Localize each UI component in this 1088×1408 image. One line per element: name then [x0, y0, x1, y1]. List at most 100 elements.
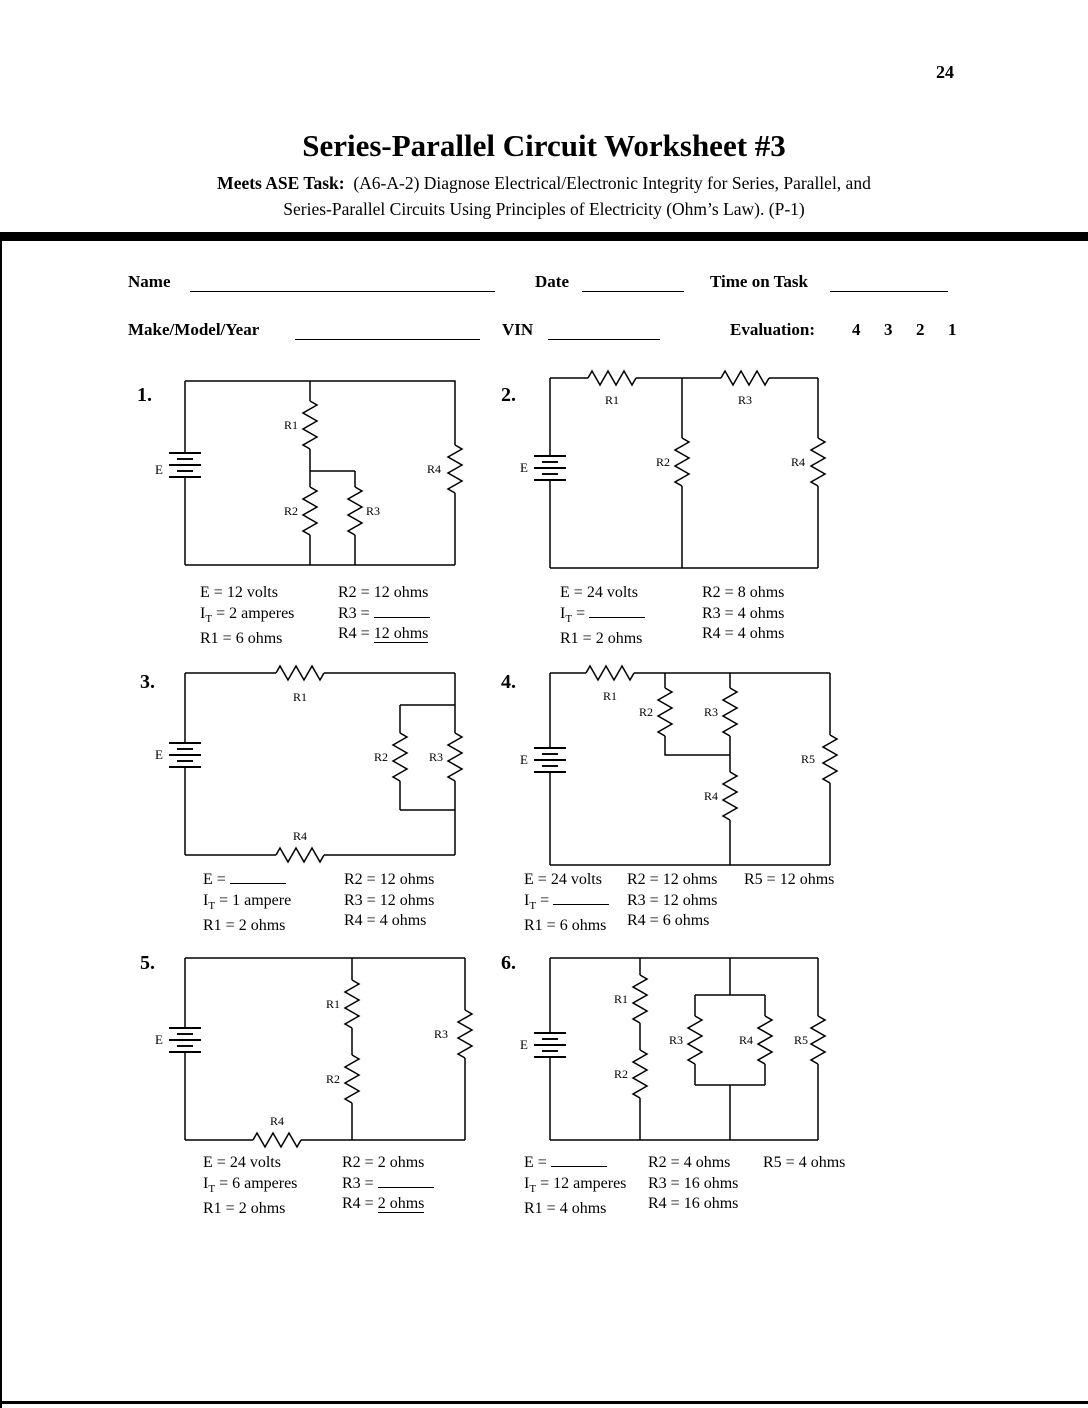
- evaluation-option-3: 3: [884, 320, 893, 339]
- resistor-label-R4: R4: [791, 455, 805, 469]
- resistor-label-R1: R1: [603, 689, 617, 703]
- given-value-row: R3 = 12 ohms: [627, 891, 718, 909]
- resistor-label-R5: R5: [801, 752, 815, 766]
- given-value-row: IT = 6 amperes: [203, 1174, 298, 1195]
- ase-task-text1: (A6-A-2) Diagnose Electrical/Electronic …: [353, 173, 871, 193]
- resistor-R3: [720, 369, 770, 387]
- resistor-label-R1: R1: [605, 393, 619, 407]
- resistor-label-R1: R1: [614, 992, 628, 1006]
- evaluation-option-4: 4: [852, 320, 861, 339]
- circuit-2-wires: [549, 377, 819, 569]
- answer-blank: [553, 891, 610, 905]
- resistor-label-R4: R4: [704, 789, 718, 803]
- given-values-6-col3: R5 = 4 ohms: [763, 1153, 845, 1174]
- resistor-R4: [252, 1131, 302, 1149]
- make-model-year-blank: [295, 320, 480, 340]
- given-value-row: R4 = 4 ohms: [702, 625, 785, 642]
- resistor-label-R5: R5: [794, 1033, 808, 1047]
- battery-label: E: [520, 752, 528, 767]
- given-value-row: R2 = 12 ohms: [627, 871, 718, 888]
- given-value-row: R2 = 2 ohms: [342, 1154, 425, 1171]
- given-value-row: R2 = 12 ohms: [338, 584, 429, 601]
- given-value-row: IT = 2 amperes: [200, 604, 295, 625]
- given-value-row: E = 12 volts: [200, 584, 278, 601]
- resistor-R3: [456, 1009, 474, 1059]
- answer-blank: [550, 1153, 607, 1167]
- resistor-label-R2: R2: [656, 455, 670, 469]
- resistor-label-R3: R3: [704, 705, 718, 719]
- given-value-row: R5 = 12 ohms: [744, 871, 835, 888]
- circuit-diagram-2: E R1 R3 R2 R4: [520, 369, 827, 569]
- resistor-label-R3: R3: [366, 504, 380, 518]
- resistor-label-R2: R2: [374, 750, 388, 764]
- resistor-label-R3: R3: [429, 750, 443, 764]
- circuit-diagram-1: E R1 R2 R3 R4: [155, 380, 464, 566]
- date-label: Date: [535, 272, 569, 291]
- battery-label: E: [155, 747, 163, 762]
- given-values-3-col2: R2 = 12 ohms R3 = 12 ohms R4 = 4 ohms: [344, 870, 434, 932]
- given-value-row: IT = 12 amperes: [524, 1174, 627, 1195]
- ase-task-line1: Meets ASE Task: (A6-A-2) Diagnose Electr…: [0, 170, 1088, 196]
- resistor-R2: [673, 437, 691, 487]
- divider-bar: [0, 232, 1088, 241]
- resistor-label-R2: R2: [639, 705, 653, 719]
- battery-symbol: [534, 455, 566, 481]
- resistor-label-R1: R1: [293, 690, 307, 704]
- resistor-label-R3: R3: [669, 1033, 683, 1047]
- page-number: 24: [936, 62, 954, 82]
- circuit-diagram-4: E R1 R2 R3 R4 R5: [520, 664, 839, 866]
- given-value-row: R1 = 4 ohms: [524, 1200, 607, 1218]
- evaluation-option-1: 1: [948, 320, 957, 339]
- given-value-row: R4 = 4 ohms: [344, 912, 427, 929]
- resistor-label-R3: R3: [434, 1027, 448, 1041]
- resistor-label-R4: R4: [739, 1033, 753, 1047]
- given-value-row: R1 = 6 ohms: [524, 917, 607, 935]
- resistor-label-R4: R4: [427, 462, 441, 476]
- circuit-1-wires: [184, 380, 456, 566]
- given-value-row: R1 = 2 ohms: [560, 630, 643, 648]
- page-edge-bottom: [0, 1401, 1088, 1404]
- given-value-row: R2 = 12 ohms: [344, 871, 435, 888]
- circuit-5-wires: [184, 957, 466, 1141]
- resistor-label-R2: R2: [284, 504, 298, 518]
- problem-number-2: 2.: [501, 384, 516, 406]
- resistor-label-R2: R2: [614, 1067, 628, 1081]
- make-model-year-label: Make/Model/Year: [128, 320, 260, 339]
- given-value-row: R3 = 4 ohms: [702, 604, 785, 622]
- resistor-R1: [587, 369, 637, 387]
- given-value-row: R3 = 12 ohms: [344, 891, 435, 909]
- resistor-R4: [721, 771, 739, 821]
- evaluation-option-2: 2: [916, 320, 925, 339]
- given-value-row: R4 = 2 ohms: [342, 1195, 425, 1213]
- resistor-label-R2: R2: [326, 1072, 340, 1086]
- resistor-R5: [821, 734, 839, 784]
- answer-blank: [377, 1174, 434, 1188]
- resistor-R2: [343, 1054, 361, 1104]
- battery-label: E: [155, 1032, 163, 1047]
- given-value-row: R5 = 4 ohms: [763, 1154, 846, 1171]
- given-value-row: E =: [524, 1153, 626, 1174]
- battery-symbol: [169, 452, 201, 478]
- circuit-3-wires: [184, 672, 456, 856]
- resistor-R3: [721, 687, 739, 737]
- given-value-row: E =: [203, 870, 291, 891]
- resistor-R1: [301, 400, 319, 450]
- given-value-row: R2 = 4 ohms: [648, 1154, 731, 1171]
- resistor-R1: [585, 664, 635, 682]
- battery-label: E: [520, 1037, 528, 1052]
- resistor-label-R1: R1: [284, 418, 298, 432]
- given-value-row: IT =: [560, 604, 646, 630]
- battery-symbol: [534, 1032, 566, 1058]
- resistor-label-R4: R4: [293, 829, 307, 843]
- given-value-row: E = 24 volts: [524, 871, 602, 888]
- battery-symbol: [534, 747, 566, 773]
- resistor-label-R3: R3: [738, 393, 752, 407]
- given-value-row: E = 24 volts: [203, 1154, 281, 1171]
- problem-number-4: 4.: [501, 671, 516, 693]
- circuit-diagram-3: E R1 R2 R3 R4: [155, 664, 464, 864]
- resistor-R3: [686, 1015, 704, 1065]
